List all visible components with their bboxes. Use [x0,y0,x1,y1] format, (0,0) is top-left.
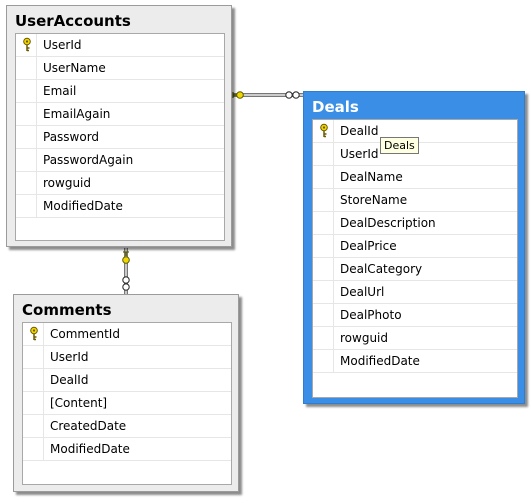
key-end-icon [232,91,244,99]
column-name: DealCategory [340,262,423,276]
column-row[interactable]: UserId [313,143,517,166]
table-tooltip: Deals [380,137,419,154]
column-name: DealDescription [340,216,436,230]
column-name: UserId [50,350,89,364]
column-name: DealUrl [340,285,385,299]
column-row[interactable]: ModifiedDate [313,350,517,373]
column-row[interactable]: StoreName [313,189,517,212]
column-row[interactable]: DealCategory [313,258,517,281]
column-row[interactable]: PasswordAgain [16,149,224,172]
column-name: Email [43,84,77,98]
table-title: Deals [312,98,359,116]
column-grid: DealId UserId DealName StoreName DealDes… [312,119,518,398]
column-name: EmailAgain [43,107,111,121]
column-row[interactable]: DealId [23,369,231,392]
primary-key-icon [23,37,31,52]
column-row[interactable]: DealPhoto [313,304,517,327]
column-name: ModifiedDate [50,442,130,456]
column-grid: CommentId UserId DealId [Content] Create… [22,322,232,485]
key-end-icon [122,251,130,264]
column-name: UserName [43,61,106,75]
primary-key-icon [30,326,38,341]
table-title: UserAccounts [15,12,131,30]
column-grid: UserId UserName Email EmailAgain Passwor… [15,33,225,241]
column-row[interactable]: Password [16,126,224,149]
column-row[interactable]: rowguid [313,327,517,350]
column-row[interactable]: DealName [313,166,517,189]
column-name: DealPrice [340,239,397,253]
column-row[interactable]: CreatedDate [23,415,231,438]
table-title: Comments [22,301,112,319]
column-name: UserId [43,38,82,52]
relationship-useraccounts-comments[interactable] [122,248,130,294]
column-row[interactable]: UserId [23,346,231,369]
column-row[interactable]: rowguid [16,172,224,195]
column-name: rowguid [340,331,388,345]
column-name: DealId [340,124,379,138]
column-row[interactable]: [Content] [23,392,231,415]
column-row[interactable]: ModifiedDate [23,438,231,461]
table-comments[interactable]: Comments CommentId UserId DealId [Conten… [13,294,239,492]
column-row[interactable]: DealUrl [313,281,517,304]
column-name: StoreName [340,193,408,207]
relationship-useraccounts-deals[interactable] [232,91,304,99]
infinity-end-icon [122,276,130,291]
column-name: ModifiedDate [43,199,123,213]
column-name: DealName [340,170,403,184]
column-name: [Content] [50,396,108,410]
column-name: PasswordAgain [43,153,134,167]
column-name: DealPhoto [340,308,402,322]
column-row[interactable]: DealPrice [313,235,517,258]
column-name: DealId [50,373,89,387]
primary-key-icon [320,123,328,138]
column-row[interactable]: Email [16,80,224,103]
column-row[interactable]: ModifiedDate [16,195,224,218]
column-row[interactable]: UserName [16,57,224,80]
column-row[interactable]: CommentId [23,323,231,346]
column-name: rowguid [43,176,91,190]
column-name: ModifiedDate [340,354,420,368]
column-row[interactable]: DealDescription [313,212,517,235]
column-name: Password [43,130,100,144]
column-row[interactable]: EmailAgain [16,103,224,126]
column-name: CommentId [50,327,120,341]
table-useraccounts[interactable]: UserAccounts UserId UserName Email Email… [6,5,232,247]
column-name: UserId [340,147,379,161]
infinity-end-icon [285,91,300,99]
column-row[interactable]: UserId [16,34,224,57]
column-name: CreatedDate [50,419,127,433]
